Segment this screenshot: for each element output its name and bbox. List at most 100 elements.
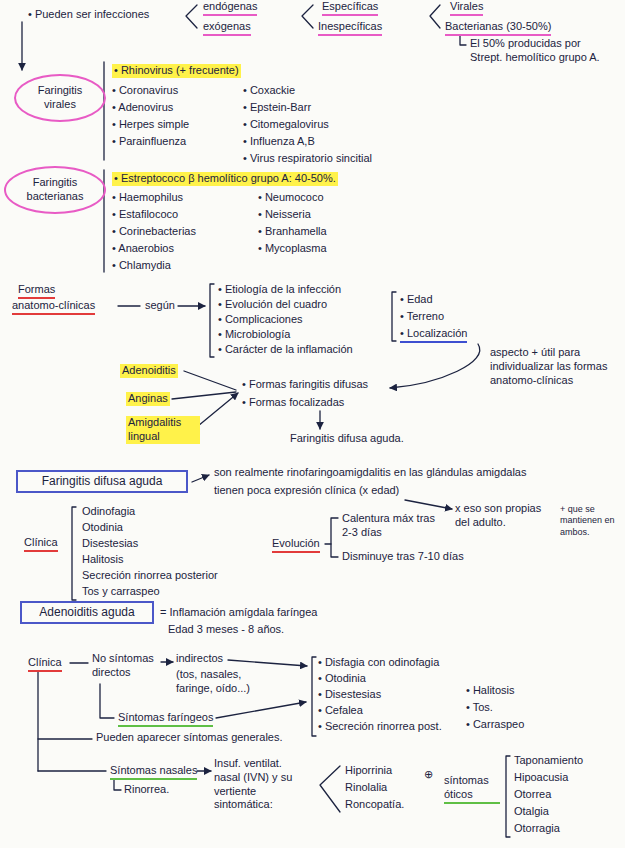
note-text: ⊕ bbox=[424, 768, 433, 782]
note-text: Clínica bbox=[24, 536, 58, 552]
note-text: tienen poca expresión clínica (x edad) bbox=[214, 484, 399, 498]
note-text: según bbox=[145, 299, 175, 313]
note-text: • Virus respiratorio sincitial bbox=[243, 152, 372, 166]
pen-stroke bbox=[405, 500, 452, 509]
note-text: • Formas faringitis difusas bbox=[242, 378, 368, 392]
note-text: Rinorrea. bbox=[124, 783, 169, 797]
note-text: Adenoiditis bbox=[120, 364, 178, 378]
note-text: son realmente rinofaringoamigdalitis en … bbox=[214, 466, 526, 480]
note-text: Rinolalia bbox=[345, 781, 387, 795]
note-text: Otorragia bbox=[514, 822, 560, 836]
note-text: Insuf. ventilat. nasal (IVN) y su vertie… bbox=[214, 757, 310, 812]
note-text: exógenas bbox=[203, 20, 251, 36]
note-text: • Halitosis bbox=[466, 684, 514, 698]
note-text: Amigdalitis lingual bbox=[126, 416, 200, 444]
pen-stroke bbox=[460, 36, 466, 45]
note-text: Otodinia bbox=[82, 521, 123, 535]
note-text: • Tos. bbox=[466, 701, 493, 715]
note-text: • Haemophilus bbox=[112, 191, 183, 205]
pen-stroke bbox=[100, 684, 114, 718]
note-text: Calentura máx tras 2-3 días bbox=[342, 512, 442, 540]
note-text: • Carácter de la inflamación bbox=[218, 343, 353, 357]
note-text: • Rhinovirus (+ frecuente) bbox=[112, 64, 241, 78]
note-text: Formas bbox=[18, 283, 55, 299]
note-text: Faringitis difusa aguda. bbox=[290, 432, 404, 446]
pen-stroke bbox=[210, 284, 214, 357]
note-text: • Citomegalovirus bbox=[243, 118, 329, 132]
topic-box: Faringitis difusa aguda bbox=[16, 470, 188, 493]
pen-stroke bbox=[72, 507, 76, 600]
note-text: • Anaerobios bbox=[112, 242, 174, 256]
note-text: • Complicaciones bbox=[218, 313, 303, 327]
note-text: • Terreno bbox=[400, 310, 444, 324]
note-text: + que se mantienen en ambos. bbox=[560, 504, 620, 538]
pen-stroke bbox=[506, 756, 510, 837]
pen-stroke bbox=[331, 518, 338, 557]
note-text: • Carraspeo bbox=[466, 718, 524, 732]
note-text: Hipoacusia bbox=[514, 771, 568, 785]
pen-stroke bbox=[198, 393, 238, 426]
note-text: • Cefalea bbox=[318, 704, 363, 718]
note-text: • Evolución del cuadro bbox=[218, 298, 327, 312]
note-text: • Neumococo bbox=[258, 191, 324, 205]
pen-stroke bbox=[21, 22, 22, 70]
topic-ellipse: Faringitis bacterianas bbox=[4, 166, 106, 214]
node-text-group: Adenoiditis aguda bbox=[39, 605, 134, 620]
note-text: Específicas bbox=[322, 0, 378, 16]
note-text: anatomo-clínicas bbox=[12, 299, 95, 315]
note-text: • Disfagia con odinofagia bbox=[318, 656, 439, 670]
note-text: Disestesias bbox=[82, 537, 138, 551]
pen-stroke bbox=[118, 305, 140, 306]
note-text: Hiporrinia bbox=[345, 764, 392, 778]
note-text: • Coxackie bbox=[243, 84, 295, 98]
note-text: • Coronavirus bbox=[112, 84, 178, 98]
pen-stroke bbox=[192, 475, 209, 482]
node-title: Adenoiditis aguda bbox=[39, 605, 134, 620]
note-text: • Influenza A,B bbox=[243, 135, 315, 149]
note-text: síntomas óticos bbox=[444, 774, 500, 804]
note-text: Odinofagia bbox=[82, 505, 135, 519]
note-text: • Branhamella bbox=[258, 225, 327, 239]
note-text: • Parainfluenza bbox=[112, 135, 186, 149]
pen-stroke bbox=[22, 5, 510, 837]
note-text: • Herpes simple bbox=[112, 118, 189, 132]
note-text: Síntomas faríngeos bbox=[118, 711, 213, 727]
pen-stroke bbox=[320, 766, 340, 812]
node-text-group: Faringitis difusa aguda bbox=[42, 474, 163, 489]
note-text: • Neisseria bbox=[258, 208, 311, 222]
pen-stroke bbox=[319, 411, 320, 429]
note-text: Tos y carraspeo bbox=[82, 585, 160, 599]
pen-stroke bbox=[216, 702, 306, 718]
note-text: = Inflamación amígdala faríngea bbox=[160, 606, 317, 620]
node-text-group: Faringitis bacterianas bbox=[18, 176, 92, 204]
pen-stroke bbox=[392, 292, 396, 341]
pen-stroke bbox=[114, 779, 121, 790]
note-text: Taponamiento bbox=[514, 754, 583, 768]
note-text: Evolución bbox=[272, 537, 320, 553]
note-text: Otorrea bbox=[514, 788, 551, 802]
note-text: Otalgia bbox=[514, 805, 549, 819]
note-text: • Localización bbox=[400, 327, 467, 343]
note-text: • Estafilococo bbox=[112, 208, 178, 222]
note-text: No síntomas directos bbox=[92, 652, 158, 680]
topic-box: Adenoiditis aguda bbox=[20, 601, 154, 624]
note-text: Halitosis bbox=[82, 553, 124, 567]
note-text: • Etiología de la infección bbox=[218, 283, 341, 297]
note-text: • Pueden ser infecciones bbox=[28, 8, 149, 22]
pen-stroke bbox=[228, 660, 307, 666]
note-text: Strept. hemolítico grupo A. bbox=[470, 51, 600, 65]
note-text: endógenas bbox=[203, 0, 257, 16]
node-title: Faringitis difusa aguda bbox=[42, 474, 163, 489]
pen-stroke bbox=[178, 305, 205, 306]
note-text: Roncopatía. bbox=[345, 798, 404, 812]
note-text: • Epstein-Barr bbox=[243, 101, 311, 115]
pen-stroke bbox=[312, 657, 316, 736]
pen-stroke bbox=[197, 770, 211, 771]
note-text: • Formas focalizadas bbox=[242, 396, 344, 410]
note-text: Síntomas nasales bbox=[110, 764, 197, 780]
note-text: Bacterianas (30-50%) bbox=[445, 20, 551, 36]
note-text: • Estreptococo β hemolítico grupo A: 40-… bbox=[112, 172, 338, 186]
note-text: • Secreción rinorrea post. bbox=[318, 720, 442, 734]
node-title: Faringitis bacterianas bbox=[18, 176, 92, 204]
